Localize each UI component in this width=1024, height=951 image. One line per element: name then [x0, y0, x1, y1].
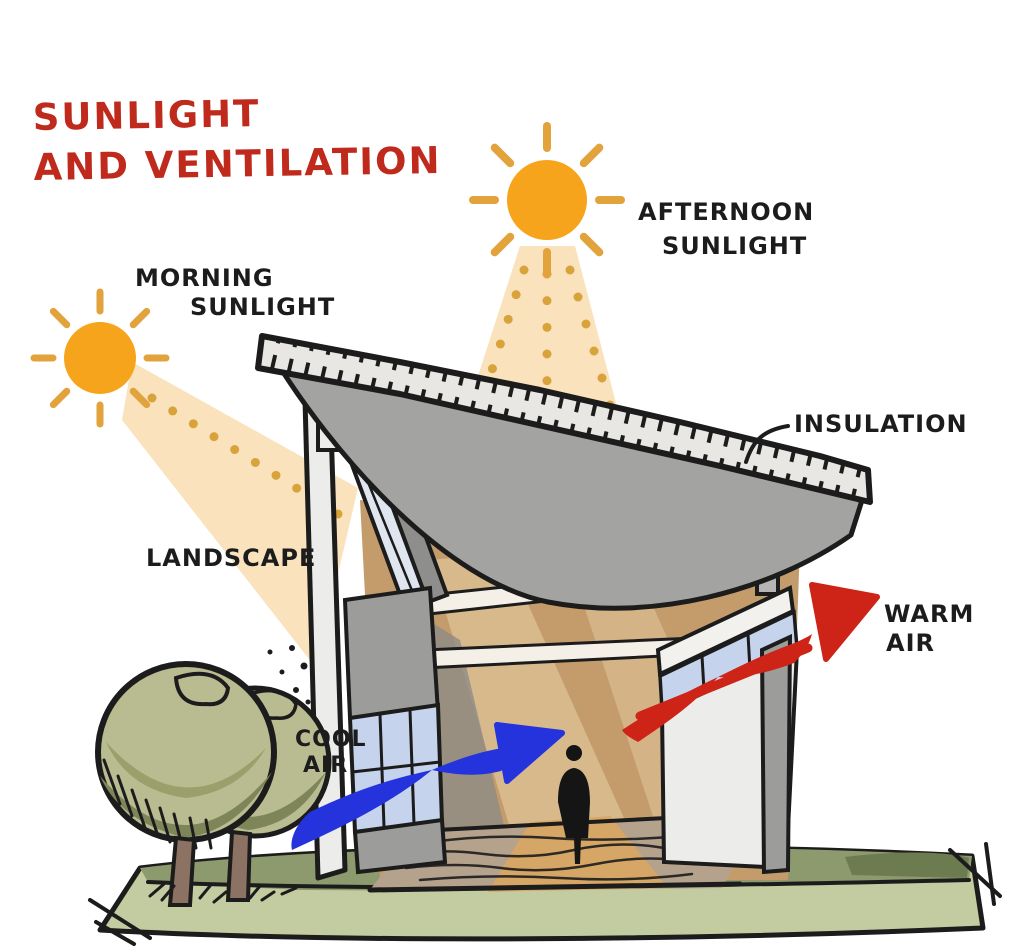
label-cool-air: COOL AIR [295, 727, 367, 778]
roof-insulation-layer [255, 333, 873, 505]
label-afternoon-sunlight: AFTERNOON SUNLIGHT [638, 198, 814, 260]
warm-air-line-1: WARM [884, 600, 974, 628]
roof-soffit [265, 345, 867, 611]
tree [95, 661, 277, 907]
afternoon-line-1: AFTERNOON [638, 198, 814, 226]
cool-air-line-1: COOL [295, 727, 367, 752]
morning-line-1: MORNING [135, 264, 274, 292]
warm-air-line-2: AIR [886, 629, 935, 657]
afternoon-line-2: SUNLIGHT [662, 232, 807, 260]
cool-air-arrow [291, 722, 565, 850]
page-title: SUNLIGHT AND VENTILATION [32, 92, 442, 189]
ground-hatch-marks [88, 842, 1002, 946]
morning-line-2: SUNLIGHT [190, 293, 335, 321]
cool-air-line-2: AIR [303, 753, 348, 778]
mid-wall-panel [342, 585, 441, 721]
title-line-1: SUNLIGHT [32, 92, 260, 139]
person-silhouette [558, 745, 590, 864]
insulation-leader-line [744, 424, 790, 464]
tree-trunk [225, 829, 253, 902]
afternoon-sun-icon [469, 122, 625, 278]
morning-sun-icon [30, 288, 170, 428]
leaf-specks [267, 645, 311, 705]
title-line-2: AND VENTILATION [33, 139, 442, 189]
morning-sun-beam [122, 362, 358, 668]
right-column [759, 633, 793, 875]
label-warm-air: WARM AIR [884, 600, 974, 657]
wall-base [352, 817, 448, 875]
label-insulation: INSULATION [744, 410, 968, 464]
canopy-hatch [102, 758, 213, 850]
landscape-trees [95, 645, 332, 907]
grass-tufts [148, 882, 298, 904]
label-landscape: LANDSCAPE [146, 544, 316, 572]
tree-trunk [167, 835, 197, 907]
label-morning-sunlight: MORNING SUNLIGHT [135, 264, 335, 321]
insulation-text: INSULATION [794, 410, 968, 438]
warm-air-arrow [622, 582, 880, 742]
roof [255, 333, 873, 611]
interior-light-shaft [430, 553, 645, 872]
